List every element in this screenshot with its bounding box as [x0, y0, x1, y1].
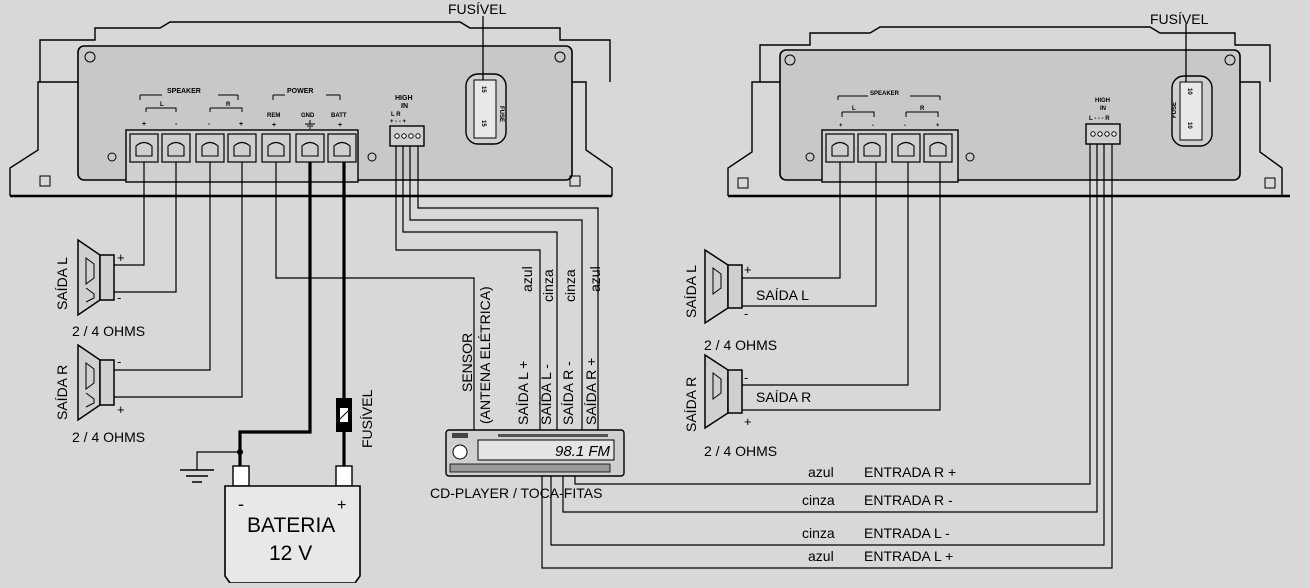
svg-text:SAÍDA R -: SAÍDA R -: [560, 361, 576, 425]
svg-text:+: +: [117, 250, 125, 265]
svg-text:azul: azul: [587, 266, 603, 292]
wire-label-saida-l: SAÍDA L: [756, 287, 809, 303]
cd-player: 98.1 FM CD-PLAYER / TOCA-FITAS: [430, 429, 625, 501]
svg-text:SAÍDA L +: SAÍDA L +: [515, 361, 531, 425]
svg-text:-: -: [208, 121, 211, 128]
svg-text:+: +: [338, 122, 342, 129]
svg-text:-: -: [175, 121, 178, 128]
speaker-group-label: SPEAKER: [167, 88, 201, 95]
high-in-connector-right: [1085, 123, 1121, 145]
svg-text:azul: azul: [519, 266, 535, 292]
heatsink-right-side: [560, 81, 613, 196]
radio-display: 98.1 FM: [555, 443, 611, 460]
ohms-l-label: 2 / 4 OHMS: [72, 323, 145, 339]
svg-text:-: -: [117, 354, 121, 369]
svg-text:+: +: [142, 121, 146, 128]
svg-text:+: +: [744, 262, 752, 277]
svg-text:2 / 4 OHMS: 2 / 4 OHMS: [704, 443, 777, 459]
power-group-label: POWER: [287, 88, 313, 95]
svg-text:+: +: [839, 123, 843, 129]
svg-text:R: R: [920, 106, 925, 112]
amplifier-right: SPEAKER L R + - - + HIGH IN L - - - R 10 1…: [727, 11, 1290, 198]
svg-text:15: 15: [480, 120, 486, 127]
svg-text:FUSE: FUSE: [1172, 102, 1178, 118]
high-in-connector-left: [389, 125, 425, 147]
svg-text:ENTRADA R +: ENTRADA R +: [864, 464, 956, 480]
ch-l-label: L: [160, 102, 164, 108]
svg-text:SAÍDA R +: SAÍDA R +: [583, 358, 599, 425]
svg-text:+: +: [117, 402, 125, 417]
svg-text:SAÍDA L: SAÍDA L: [683, 265, 699, 318]
svg-text:-: -: [904, 123, 906, 129]
svg-text:IN: IN: [1100, 106, 1106, 112]
svg-text:azul: azul: [808, 548, 834, 564]
svg-text:cinza: cinza: [802, 492, 835, 508]
svg-text:-: -: [744, 306, 748, 321]
heatsink-left-side: [9, 81, 78, 196]
svg-text:+ - - +: + - - +: [390, 119, 407, 125]
svg-text:-: -: [744, 370, 748, 385]
svg-text:L R: L R: [391, 112, 401, 118]
wire-label-saida-r: SAÍDA R: [756, 389, 811, 405]
battery-voltage: 12 V: [269, 542, 312, 565]
rem-label: REM: [267, 113, 280, 119]
terminals-left: [129, 133, 357, 163]
ground-wire: [238, 162, 312, 468]
speaker-right-r: - + SAÍDA R SAÍDA R 2 / 4 OHMS: [683, 353, 811, 459]
svg-text:SAÍDA R: SAÍDA R: [683, 377, 699, 432]
battery: - + BATERIA 12 V: [224, 465, 361, 584]
out-r-label: SAÍDA R: [54, 365, 70, 420]
out-l-label: SAÍDA L: [54, 257, 70, 310]
fuse-label-right: FUSÍVEL: [1150, 11, 1209, 27]
power-fuse-label: FUSÍVEL: [359, 389, 375, 448]
svg-text:+: +: [239, 121, 243, 128]
high-in-label-1: HIGH: [395, 95, 413, 102]
svg-text:ENTRADA L -: ENTRADA L -: [864, 525, 950, 541]
speaker-left-l: + - SAÍDA L 2 / 4 OHMS: [54, 238, 145, 339]
ohms-r-label: 2 / 4 OHMS: [72, 429, 145, 445]
svg-text:SPEAKER: SPEAKER: [870, 91, 900, 97]
svg-text:L: L: [852, 106, 856, 112]
batt-label: BATT: [331, 113, 347, 119]
svg-text:cinza: cinza: [802, 525, 835, 541]
svg-text:+: +: [272, 122, 276, 129]
svg-text:+: +: [936, 123, 940, 129]
svg-text:ENTRADA L +: ENTRADA L +: [864, 548, 953, 564]
svg-text:2 / 4 OHMS: 2 / 4 OHMS: [704, 337, 777, 353]
svg-text:+: +: [337, 497, 346, 514]
svg-text:cinza: cinza: [562, 269, 578, 302]
battery-label: BATERIA: [247, 514, 335, 537]
svg-text:-: -: [872, 123, 874, 129]
radio-caption: CD-PLAYER / TOCA-FITAS: [430, 485, 602, 501]
svg-text:L - - - R: L - - - R: [1089, 116, 1110, 122]
input-labels: azul ENTRADA R + cinza ENTRADA R - cinza…: [802, 464, 956, 564]
svg-text:+: +: [744, 414, 752, 429]
svg-text:10: 10: [1186, 88, 1192, 95]
high-in-label-2: IN: [401, 103, 408, 110]
svg-text:HIGH: HIGH: [1095, 98, 1110, 104]
svg-text:ENTRADA R -: ENTRADA R -: [864, 492, 953, 508]
sensor-label-1: SENSOR: [459, 333, 475, 392]
svg-text:10: 10: [1186, 122, 1192, 129]
svg-text:cinza: cinza: [540, 269, 556, 302]
fuse-label-left: FUSÍVEL: [448, 1, 507, 17]
svg-text:15: 15: [480, 86, 486, 93]
svg-text:SAÍDA L -: SAÍDA L -: [538, 364, 554, 425]
svg-text:azul: azul: [808, 464, 834, 480]
svg-text:FUSE: FUSE: [498, 106, 504, 122]
svg-text:-: -: [117, 290, 121, 305]
ch-r-label: R: [226, 102, 231, 108]
speaker-right-l: + - SAÍDA L SAÍDA L 2 / 4 OHMS: [683, 248, 809, 353]
speaker-left-r: - + SAÍDA R 2 / 4 OHMS: [54, 343, 145, 445]
gnd-label: GND: [301, 113, 315, 119]
sensor-label-2: (ANTENA ELÉTRICA): [477, 286, 493, 424]
svg-text:-: -: [238, 494, 244, 514]
